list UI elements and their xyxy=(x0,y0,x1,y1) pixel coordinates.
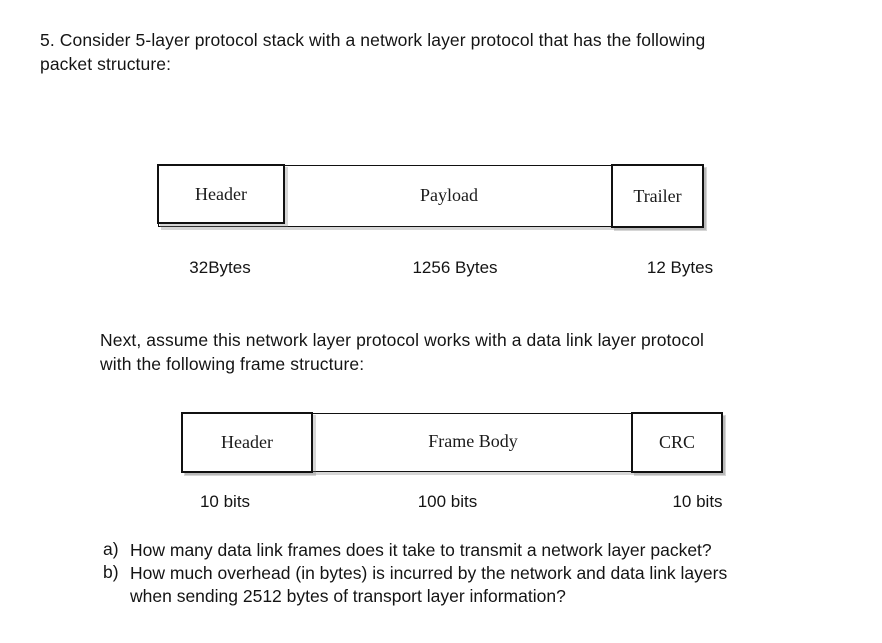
frame-size-header: 10 bits xyxy=(199,492,251,511)
packet-field-payload: Payload xyxy=(420,184,478,205)
intro-paragraph: 5. Consider 5-layer protocol stack with … xyxy=(40,28,705,76)
frame-field-crc: CRC xyxy=(631,412,723,473)
frame-bar: Frame Body Header CRC xyxy=(181,412,723,473)
frame-size-crc: 10 bits xyxy=(672,492,723,511)
packet-field-header: Header xyxy=(157,164,285,224)
middle-line-1: Next, assume this network layer protocol… xyxy=(100,330,705,350)
question-b-text: How much overhead (in bytes) is incurred… xyxy=(130,562,727,608)
question-a-text: How many data link frames does it take t… xyxy=(130,540,712,560)
question-b-line-1: How much overhead (in bytes) is incurred… xyxy=(130,563,728,583)
packet-size-payload: 1256 Bytes xyxy=(412,258,498,277)
middle-line-2: with the following frame structure: xyxy=(100,354,365,374)
question-a-marker: a) xyxy=(103,539,119,559)
frame-field-body: Frame Body xyxy=(428,431,518,451)
middle-paragraph: Next, assume this network layer protocol… xyxy=(100,328,704,376)
frame-structure-diagram: Frame Body Header CRC xyxy=(181,412,723,473)
intro-line-1: 5. Consider 5-layer protocol stack with … xyxy=(40,30,706,50)
question-b: b) How much overhead (in bytes) is incur… xyxy=(103,562,727,608)
packet-structure-diagram: Payload Header Trailer xyxy=(157,164,704,228)
frame-size-body: 100 bits xyxy=(417,492,478,511)
packet-bar: Payload Header Trailer xyxy=(157,164,704,228)
intro-line-2: packet structure: xyxy=(40,54,172,74)
packet-field-trailer: Trailer xyxy=(611,164,704,228)
question-a: a) How many data link frames does it tak… xyxy=(103,539,712,562)
question-b-marker: b) xyxy=(103,562,119,582)
frame-field-header: Header xyxy=(181,412,313,473)
question-b-line-2: when sending 2512 bytes of transport lay… xyxy=(130,586,566,606)
packet-size-trailer: 12 Bytes xyxy=(646,258,714,277)
packet-size-header: 32Bytes xyxy=(189,258,251,277)
